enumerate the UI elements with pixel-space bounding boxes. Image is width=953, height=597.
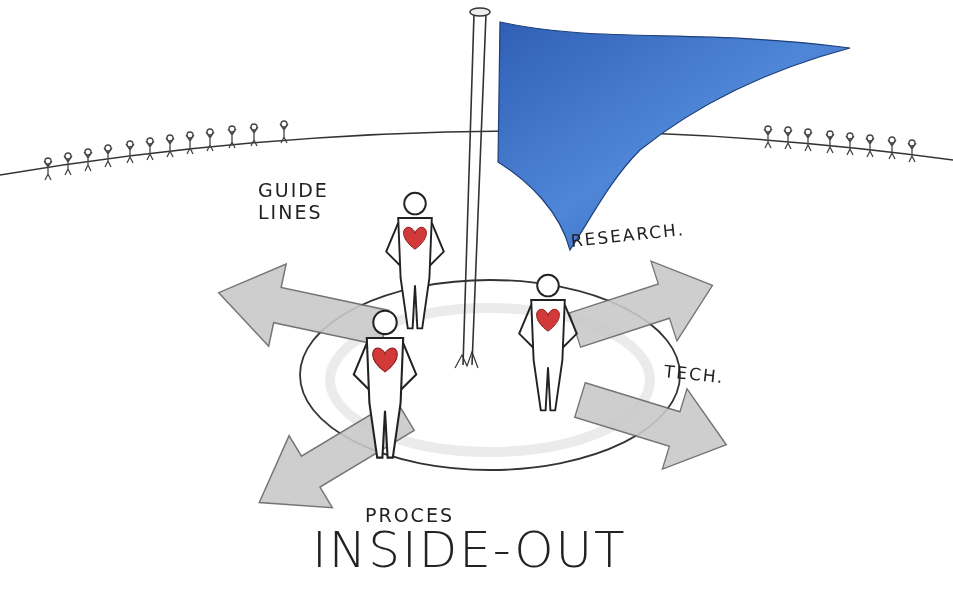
- people: [354, 193, 577, 458]
- horizon-line: [0, 131, 953, 175]
- sketch-label: GUIDE LINES: [258, 180, 358, 224]
- sketch-label: TECH.: [663, 362, 774, 393]
- flag: [455, 8, 850, 368]
- sketch-label: RESEARCH.: [570, 214, 741, 251]
- sketch-label: PROCES: [365, 505, 495, 527]
- title-text: INSIDE-OUT: [312, 522, 732, 580]
